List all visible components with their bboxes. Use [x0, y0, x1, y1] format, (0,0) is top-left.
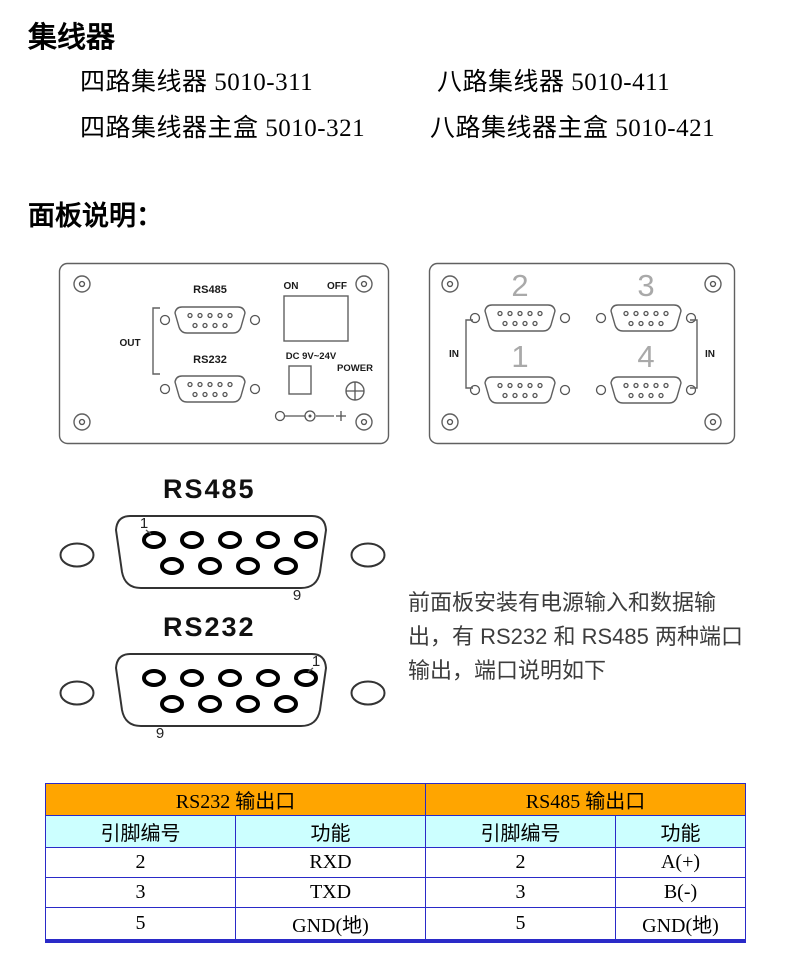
- cell: RXD: [235, 847, 426, 878]
- table-header-row: RS232 输出口 RS485 输出口: [45, 783, 746, 816]
- cell: 5: [45, 907, 236, 943]
- table-row: 3 TXD 3 B(-): [45, 877, 746, 908]
- back-panel-outline: [428, 262, 736, 445]
- model-8port: 八路集线器 5010-411: [437, 69, 671, 96]
- subheader-pin: 引脚编号: [45, 815, 236, 848]
- dc-input-label: DC 9V~24V: [286, 351, 337, 362]
- port-number-2: 2: [511, 268, 528, 303]
- front-rs485-label: RS485: [193, 284, 227, 296]
- in-left-label: IN: [449, 349, 459, 360]
- rs232-connector-title: RS232: [163, 612, 256, 642]
- port-number-3: 3: [637, 268, 654, 303]
- in-right-label: IN: [705, 349, 715, 360]
- cell: TXD: [235, 877, 426, 908]
- mount-hole-right: [350, 680, 386, 706]
- rs485-connector-diagram: 1 9: [59, 515, 386, 604]
- table-row: 5 GND(地) 5 GND(地): [45, 907, 746, 943]
- cell: GND(地): [615, 907, 746, 943]
- mount-hole-right: [350, 542, 386, 568]
- panel-description-text: 前面板安装有电源输入和数据输出，有 RS232 和 RS485 两种端口输出，端…: [408, 590, 743, 683]
- back-panel-diagram: 2 3 1 4 IN IN: [428, 262, 736, 445]
- power-switch: [283, 295, 349, 342]
- port-number-4: 4: [637, 339, 654, 374]
- rs232-pin1-label: 1: [312, 653, 320, 670]
- port-number-1: 1: [511, 339, 528, 374]
- rs485-connector-title: RS485: [163, 474, 256, 504]
- pinout-table: RS232 输出口 RS485 输出口 引脚编号 功能 引脚编号 功能 2 RX…: [45, 783, 746, 943]
- cell: A(+): [615, 847, 746, 878]
- model-8port-main: 八路集线器主盒 5010-421: [430, 115, 716, 142]
- mount-hole-left: [59, 680, 95, 706]
- cell: 5: [425, 907, 616, 943]
- table-row: 2 RXD 2 A(+): [45, 847, 746, 878]
- power-label: POWER: [337, 363, 373, 374]
- off-label: OFF: [327, 281, 347, 292]
- front-panel-diagram: RS485 OUT RS232 ON OFF DC 9V~24V POWER: [58, 262, 390, 445]
- cell: B(-): [615, 877, 746, 908]
- header-rs232-out: RS232 输出口: [45, 783, 426, 816]
- table-subheader-row: 引脚编号 功能 引脚编号 功能: [45, 815, 746, 848]
- model-4port: 四路集线器 5010-311: [80, 69, 314, 96]
- dc-polarity-icon: [274, 410, 346, 422]
- front-rs232-label: RS232: [193, 354, 227, 366]
- in-left-bracket: [465, 319, 473, 389]
- cell: 2: [45, 847, 236, 878]
- mount-hole-left: [59, 542, 95, 568]
- in-right-bracket: [690, 319, 698, 389]
- cell: 3: [425, 877, 616, 908]
- rs232-connector-diagram: 1 9: [59, 653, 386, 742]
- rs485-pin1-label: 1: [140, 515, 148, 532]
- out-label: OUT: [119, 338, 140, 349]
- pin-holes: [142, 531, 318, 575]
- rs485-pin9-label: 9: [293, 587, 301, 604]
- subheader-function: 功能: [615, 815, 746, 848]
- out-bracket: [152, 307, 160, 375]
- cell: GND(地): [235, 907, 426, 943]
- on-label: ON: [284, 281, 299, 292]
- pin-holes: [142, 669, 318, 713]
- rs232-pin9-label: 9: [156, 725, 164, 742]
- dc-jack-icon: [288, 365, 312, 395]
- page-title: 集线器: [28, 22, 116, 54]
- cell: 3: [45, 877, 236, 908]
- subheader-pin: 引脚编号: [425, 815, 616, 848]
- model-4port-main: 四路集线器主盒 5010-321: [80, 115, 366, 142]
- power-screw-icon: [345, 381, 365, 401]
- subheader-function: 功能: [235, 815, 426, 848]
- header-rs485-out: RS485 输出口: [425, 783, 746, 816]
- cell: 2: [425, 847, 616, 878]
- panel-section-heading: 面板说明：: [28, 201, 163, 231]
- connector-body: [114, 653, 328, 727]
